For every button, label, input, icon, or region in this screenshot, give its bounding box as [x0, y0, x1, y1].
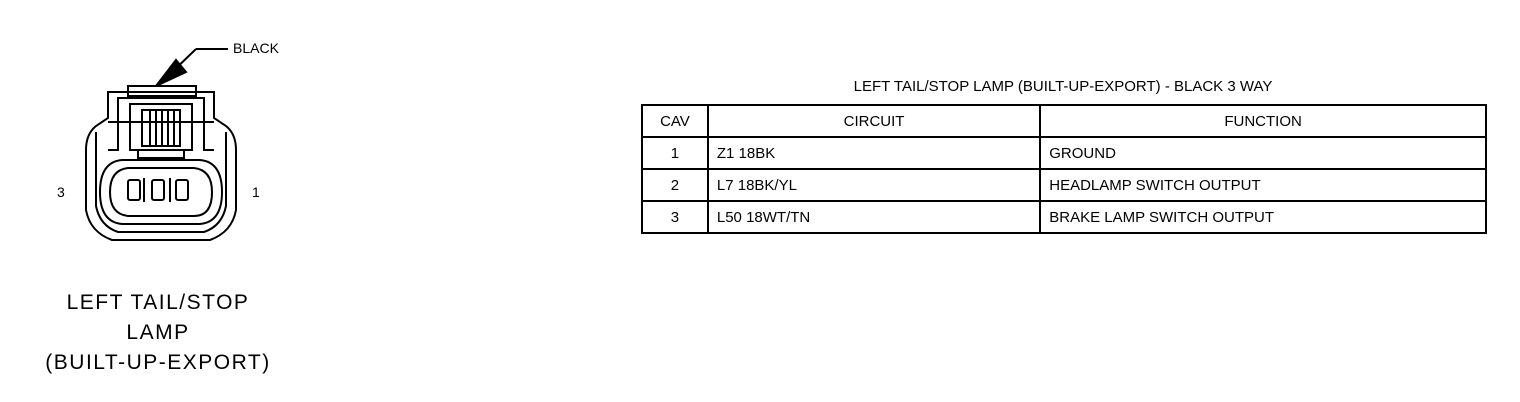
terminal-cavities [127, 178, 189, 202]
cell-cav: 3 [641, 200, 709, 234]
header-circuit: CIRCUIT [706, 104, 1042, 138]
cell-circuit: L7 18BK/YL [706, 168, 1042, 202]
connector-face-diagram [85, 48, 237, 241]
cell-function: BRAKE LAMP SWITCH OUTPUT [1039, 200, 1487, 234]
color-indicator-arrow [155, 48, 228, 87]
connector-color-label: BLACK [233, 40, 279, 56]
cavity-1 [175, 179, 189, 201]
pin-number-left: 3 [57, 184, 65, 200]
table-row: 2 L7 18BK/YL HEADLAMP SWITCH OUTPUT [641, 168, 1487, 202]
cell-circuit: L50 18WT/TN [706, 200, 1042, 234]
header-cav: CAV [641, 104, 709, 138]
caption-line: LAMP [126, 321, 190, 344]
caption-line: LEFT TAIL/STOP [66, 291, 250, 314]
cavity-2 [151, 179, 165, 201]
table-row: 3 L50 18WT/TN BRAKE LAMP SWITCH OUTPUT [641, 200, 1487, 234]
table-row: 1 Z1 18BK GROUND [641, 136, 1487, 170]
table-header-row: CAV CIRCUIT FUNCTION [641, 104, 1487, 138]
connector-caption: LEFT TAIL/STOP LAMP (BUILT-UP-EXPORT) [30, 288, 286, 378]
cell-circuit: Z1 18BK [706, 136, 1042, 170]
cell-cav: 2 [641, 168, 709, 202]
pinout-table: CAV CIRCUIT FUNCTION 1 Z1 18BK GROUND 2 … [641, 104, 1487, 234]
pin-number-right: 1 [252, 184, 260, 200]
cell-function: HEADLAMP SWITCH OUTPUT [1039, 168, 1487, 202]
header-function: FUNCTION [1039, 104, 1487, 138]
cavity-3 [127, 179, 141, 201]
cell-function: GROUND [1039, 136, 1487, 170]
table-title: LEFT TAIL/STOP LAMP (BUILT-UP-EXPORT) - … [853, 78, 1273, 95]
cell-cav: 1 [641, 136, 709, 170]
caption-line: (BUILT-UP-EXPORT) [45, 351, 271, 374]
connector-housing [85, 85, 237, 241]
